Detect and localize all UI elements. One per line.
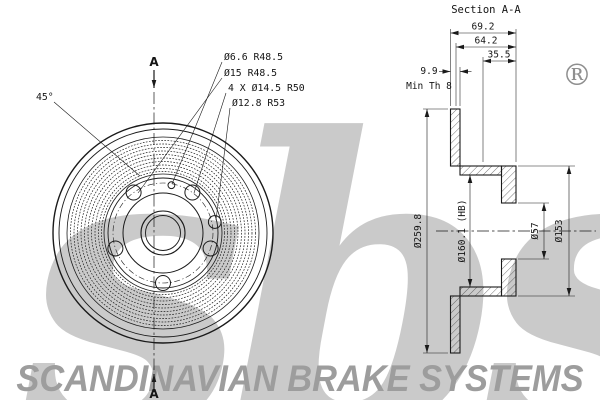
angle-label: 45° [36, 92, 54, 103]
hat-wall-top [459, 165, 503, 176]
dimension-lines [424, 30, 572, 353]
dim-disc-thickness: 9.9 [420, 66, 437, 77]
front-view [52, 61, 274, 392]
dim-outer-diameter: Ø259.8 [413, 214, 424, 249]
dim-hat-depth: 35.5 [488, 50, 511, 61]
dim-total-width: 69.2 [472, 22, 495, 33]
center-bore-inner [145, 215, 181, 251]
brand-banner-text: SCANDINAVIAN BRAKE SYSTEMS [16, 358, 584, 399]
hat-edge-circle [107, 177, 219, 289]
locating-hole-small [167, 181, 176, 190]
callout-hole-12-8: Ø12.8 R53 [232, 97, 285, 109]
disc-outer-chamfer [58, 128, 268, 338]
friction-surface-rings [70, 140, 256, 326]
bolt-hole [107, 240, 124, 257]
disc-plate-top [449, 108, 461, 167]
locating-hole-side [207, 215, 222, 229]
bolt-circle-centerline [112, 182, 214, 284]
extension-lines [423, 29, 575, 354]
sbs-logo-watermark: sbs [22, 52, 600, 400]
section-cut-material [449, 108, 517, 354]
bolt-hole [202, 240, 219, 257]
section-letter-top: A [149, 55, 159, 69]
callout-hole-15: Ø15 R48.5 [224, 67, 277, 79]
friction-band-inner [103, 173, 223, 293]
section-letter-bottom: A [149, 387, 159, 400]
dim-hat-diameter: Ø153 [554, 220, 565, 243]
bolt-holes [107, 184, 219, 291]
registered-trademark-icon: ® [562, 58, 592, 93]
hub-circle [122, 192, 204, 274]
center-bore-outer [140, 210, 186, 256]
callout-hole-6-6: Ø6.6 R48.5 [224, 51, 283, 63]
mount-face-bottom [500, 258, 517, 297]
dim-width-2: 64.2 [475, 36, 498, 47]
bolt-hole [184, 184, 201, 201]
angle-leader-line [53, 101, 141, 177]
mount-face-top [500, 165, 517, 204]
friction-band-outer [66, 136, 260, 330]
dim-hat-bore: Ø160.1 (HB) [457, 200, 468, 263]
hat-wall-bottom [459, 286, 503, 297]
dim-center-bore: Ø57 [530, 222, 541, 239]
disc-outer-edge [52, 122, 274, 344]
section-view [423, 29, 596, 354]
callout-leader-lines [53, 61, 231, 221]
section-title: Section A-A [451, 4, 521, 16]
bolt-hole [125, 184, 142, 201]
callout-bolt-holes: 4 X Ø14.5 R50 [228, 82, 305, 94]
disc-plate-bottom [449, 295, 461, 354]
bolt-hole [155, 275, 171, 291]
dim-min-thickness: Min Th 8 [406, 81, 452, 92]
